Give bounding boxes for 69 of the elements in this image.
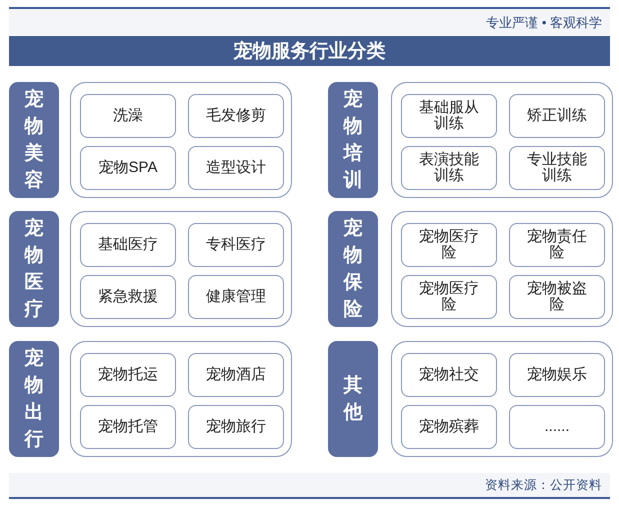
item-label: 宠物托运 — [98, 366, 158, 384]
item-label: 洗澡 — [113, 108, 143, 124]
source-note: 资料来源：公开资料 — [485, 477, 602, 494]
category-box — [9, 341, 59, 457]
category-box — [328, 211, 378, 327]
item-box — [188, 405, 284, 449]
item-label: 宠物SPA — [98, 160, 158, 176]
item-box — [509, 353, 605, 397]
item-box — [401, 275, 497, 319]
category-label: 宠物医疗 — [24, 216, 44, 322]
item-box — [80, 94, 176, 138]
item-box — [188, 353, 284, 397]
item-label: 专科医疗 — [206, 236, 266, 254]
item-label: 矫正训练 — [527, 108, 587, 124]
item-box — [509, 405, 605, 449]
category-box — [9, 82, 59, 198]
item-label: 表演技能训练 — [418, 152, 480, 184]
item-label: 宠物责任险 — [526, 228, 588, 262]
item-box — [80, 275, 176, 319]
item-label: 宠物殡葬 — [419, 418, 479, 436]
item-label: 毛发修剪 — [206, 108, 266, 124]
category-label: 宠物保险 — [343, 216, 363, 322]
item-box — [509, 275, 605, 319]
item-label: 宠物医疗险 — [418, 228, 480, 262]
item-box — [80, 405, 176, 449]
item-box — [401, 146, 497, 190]
category-label: 宠物出行 — [24, 346, 44, 452]
item-box — [80, 353, 176, 397]
item-label: 宠物托管 — [98, 418, 158, 436]
group-panel — [391, 82, 613, 198]
item-label: 基础服从训练 — [418, 100, 480, 132]
item-label: 宠物被盗险 — [526, 280, 588, 314]
category-box — [9, 211, 59, 327]
group-panel — [70, 341, 292, 457]
item-box — [509, 94, 605, 138]
item-label: 宠物医疗险 — [418, 280, 480, 314]
item-label: 宠物旅行 — [206, 418, 266, 436]
slogan: 专业严谨 • 客观科学 — [486, 14, 602, 32]
item-box — [401, 94, 497, 138]
item-label: 基础医疗 — [98, 236, 158, 254]
category-label: 宠物美容 — [24, 88, 44, 193]
item-label: 宠物社交 — [419, 366, 479, 384]
item-box — [509, 223, 605, 267]
item-box — [80, 223, 176, 267]
item-box — [188, 223, 284, 267]
item-label: 健康管理 — [206, 288, 266, 306]
item-label: ...... — [544, 418, 570, 436]
item-label: 紧急救援 — [98, 288, 158, 306]
item-box — [509, 146, 605, 190]
item-label: 宠物娱乐 — [527, 366, 587, 384]
item-box — [188, 146, 284, 190]
item-label: 宠物酒店 — [206, 366, 266, 384]
category-label: 其他 — [343, 374, 363, 425]
item-box — [188, 94, 284, 138]
group-panel — [70, 211, 292, 327]
title: 宠物服务行业分类 — [234, 40, 386, 64]
item-label: 造型设计 — [206, 160, 266, 176]
category-box — [328, 341, 378, 457]
item-box — [401, 353, 497, 397]
item-box — [80, 146, 176, 190]
group-panel — [391, 211, 613, 327]
group-panel — [391, 341, 613, 457]
category-box — [328, 82, 378, 198]
category-label: 宠物培训 — [343, 88, 363, 193]
item-box — [188, 275, 284, 319]
item-label: 专业技能训练 — [526, 152, 588, 184]
group-panel — [70, 82, 292, 198]
item-box — [401, 405, 497, 449]
item-box — [401, 223, 497, 267]
